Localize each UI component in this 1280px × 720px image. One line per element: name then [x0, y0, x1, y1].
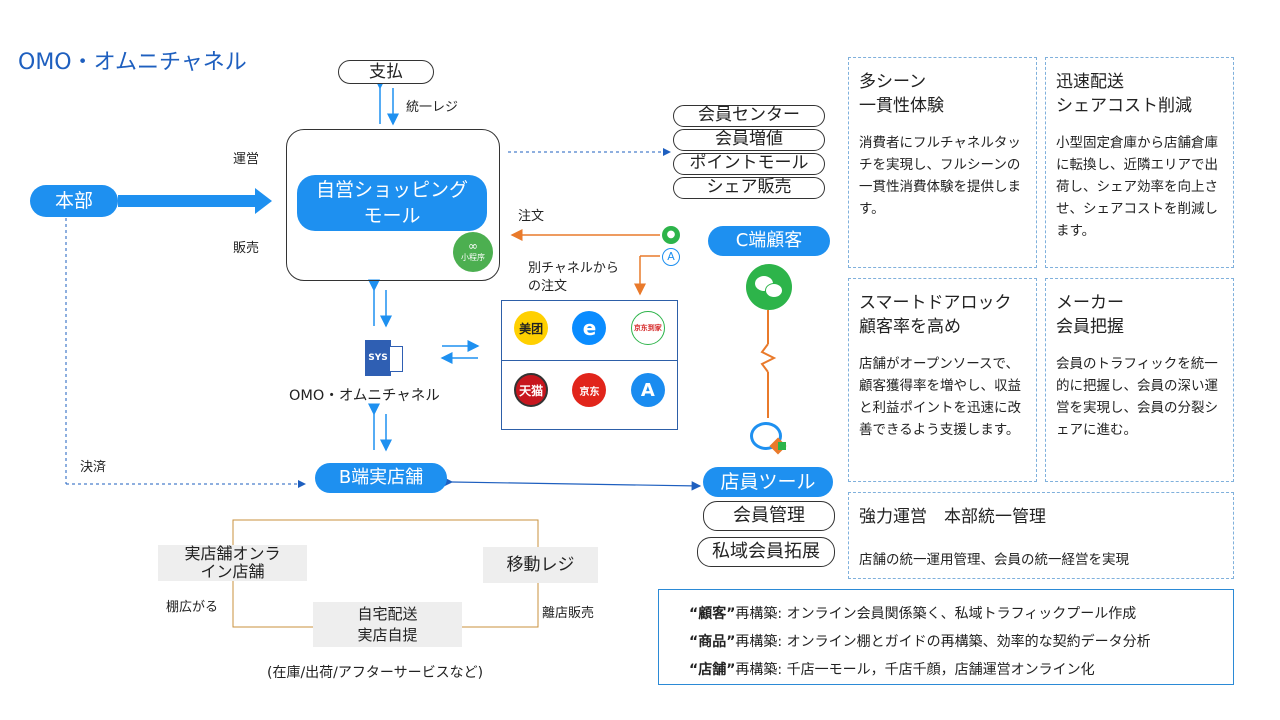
- summary-prefix: 再構築:: [735, 606, 783, 622]
- jd-icon: 京东: [572, 373, 607, 407]
- member-management-pill: 会員管理: [703, 501, 835, 531]
- member-center-pill: 会員センター: [673, 105, 825, 127]
- feature-card-fast-delivery: 迅速配送 シェアコスト削減 小型固定倉庫から店舗倉庫に転換し、近隣エリアで出荷し…: [1045, 57, 1234, 268]
- summary-key: “商品”: [689, 634, 736, 650]
- eleme-icon: e: [572, 311, 607, 345]
- operate-label: 運営: [233, 152, 260, 167]
- mall-frame: [286, 129, 500, 281]
- sell-label: 販売: [233, 241, 260, 256]
- summary-text: 千店一モール，千店千顔，店舗運営オンライン化: [786, 662, 1095, 678]
- unified-register-label: 統一レジ: [406, 100, 459, 115]
- card-body: 店舗の統一運用管理、会員の統一経営を実現: [859, 552, 1129, 568]
- private-member-expansion-pill: 私域会員拓展: [697, 537, 835, 567]
- delivery-line1: 自宅配送: [357, 605, 418, 623]
- feature-card-hq-management: 強力運営 本部統一管理 店舗の統一運用管理、会員の統一経営を実現: [848, 492, 1234, 579]
- hq-badge: 本部: [30, 185, 118, 217]
- share-sales-pill: シェア販売: [673, 177, 825, 199]
- other-channel-order: 別チャネルから の注文: [528, 260, 619, 296]
- card-body: 会員のトラフィックを統一的に把握し、会員の深い運営を実現し、会員の分裂シェアに進…: [1056, 356, 1218, 438]
- restructure-summary: “顧客”再構築: オンライン会員関係築く、私域トラフィックプール作成 “商品”再…: [658, 589, 1234, 685]
- settle-label: 決済: [80, 460, 107, 475]
- payment-label: 支払: [338, 60, 434, 84]
- service-note: (在庫/出荷/アフターサービスなど): [267, 665, 484, 681]
- mall-label-line1: 自営ショッピング: [315, 179, 468, 201]
- feature-card-maker-member: メーカー 会員把握 会員のトラフィックを統一的に把握し、会員の深い運営を実現し、…: [1045, 278, 1234, 482]
- physical-online-store: 実店舗オンラ イン店舗: [158, 545, 307, 581]
- mall-label-line2: モール: [363, 205, 421, 227]
- offsite-sales-label: 離店販売: [542, 606, 595, 621]
- self-operated-mall: 自営ショッピング モール: [297, 175, 487, 231]
- mini-program-label: 小程序: [461, 253, 485, 262]
- card-body: 消費者にフルチャネルタッチを実現し、フルシーンの一貫性消費体験を提供します。: [859, 135, 1021, 217]
- app-store-icon: A: [630, 373, 665, 407]
- card-title: 強力運営 本部統一管理: [859, 507, 1046, 527]
- chat-bubble-icon: [748, 420, 792, 458]
- wechat-small-icon: ●: [662, 226, 680, 244]
- point-mall-pill: ポイントモール: [673, 153, 825, 175]
- physical-line1: 実店舗オンラ: [184, 544, 281, 563]
- platform-panel: 美团 e 京东到家 天猫 京东 A: [501, 300, 678, 430]
- summary-row-store: “店舗”再構築: 千店一モール，千店千顔，店舗運営オンライン化: [689, 656, 1233, 684]
- mobile-register-box: 移動レジ: [483, 547, 598, 583]
- card-title: 多シーン 一貫性体験: [859, 72, 944, 116]
- staff-tool-badge: 店員ツール: [703, 467, 833, 497]
- mini-program-icon: ∞ 小程序: [453, 232, 493, 272]
- summary-prefix: 再構築:: [735, 662, 783, 678]
- c-customer-badge: C端顧客: [708, 226, 830, 256]
- order-label: 注文: [518, 209, 545, 224]
- summary-prefix: 再構築:: [735, 634, 783, 650]
- jd-daojia-icon: 京东到家: [630, 311, 665, 345]
- sys-icon-text: SYS: [365, 340, 391, 376]
- app-small-icon: A: [662, 248, 680, 266]
- sys-document-icon: SYS: [365, 340, 403, 376]
- delivery-pickup-box: 自宅配送 実店自提: [313, 602, 462, 647]
- member-value-pill: 会員増値: [673, 129, 825, 151]
- summary-row-product: “商品”再構築: オンライン棚とガイドの再構築、効率的な契約データ分析: [689, 628, 1233, 656]
- summary-text: オンライン棚とガイドの再構築、効率的な契約データ分析: [786, 634, 1151, 650]
- other-channel-line1: 別チャネルから: [528, 261, 619, 276]
- omni-channel-system-label: OMO・オムニチャネル: [289, 388, 440, 404]
- meituan-icon: 美团: [514, 311, 549, 345]
- card-body: 店舗がオープンソースで、顧客獲得率を増やし、収益と利益ポイントを迅速に改善できる…: [859, 356, 1021, 438]
- summary-row-customer: “顧客”再構築: オンライン会員関係築く、私域トラフィックプール作成: [689, 600, 1233, 628]
- summary-text: オンライン会員関係築く、私域トラフィックプール作成: [786, 606, 1137, 622]
- card-title: メーカー 会員把握: [1056, 293, 1124, 337]
- other-channel-line2: の注文: [528, 279, 568, 294]
- card-title: 迅速配送 シェアコスト削減: [1056, 72, 1192, 116]
- card-body: 小型固定倉庫から店舗倉庫に転換し、近隣エリアで出荷し、シェア効率を向上させ、シェ…: [1056, 135, 1218, 239]
- shelf-expand-label: 棚広がる: [166, 600, 219, 615]
- feature-card-multi-scene: 多シーン 一貫性体験 消費者にフルチャネルタッチを実現し、フルシーンの一貫性消費…: [848, 57, 1037, 268]
- summary-key: “店舗”: [689, 662, 736, 678]
- tmall-icon: 天猫: [514, 373, 549, 407]
- physical-line2: イン店舗: [200, 562, 265, 581]
- delivery-line2: 実店自提: [357, 626, 418, 644]
- feature-card-smart-lock: スマートドアロック 顧客率を高め 店舗がオープンソースで、顧客獲得率を増やし、収…: [848, 278, 1037, 482]
- wechat-icon: [746, 264, 792, 310]
- summary-key: “顧客”: [689, 606, 736, 622]
- b-store-badge: B端実店舗: [315, 463, 447, 493]
- page-title: OMO・オムニチャネル: [18, 50, 247, 75]
- card-title: スマートドアロック 顧客率を高め: [859, 293, 1012, 337]
